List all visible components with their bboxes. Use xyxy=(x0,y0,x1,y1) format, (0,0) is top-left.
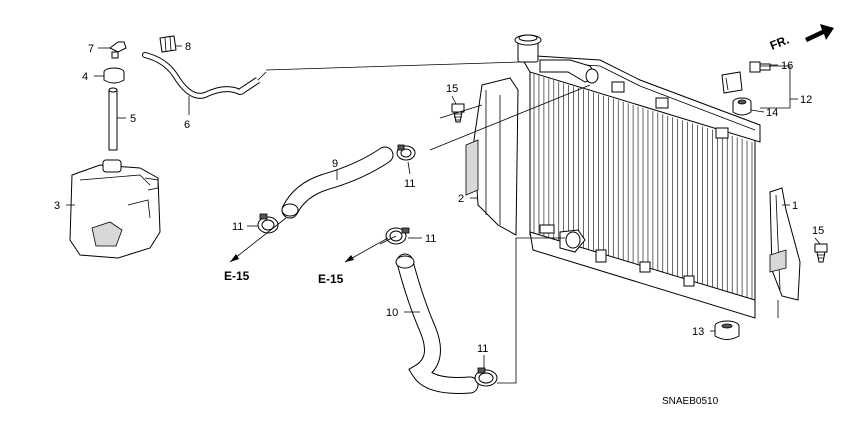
callout-1: 1 xyxy=(792,200,798,212)
callout-12: 12 xyxy=(800,94,812,106)
tube-joint xyxy=(109,41,127,59)
diagram-code: SNAEB0510 xyxy=(662,396,719,407)
leader-lines xyxy=(66,45,821,384)
tube-clip xyxy=(159,35,177,53)
upper-radiator-hose xyxy=(281,146,394,219)
hose-clamp-middle xyxy=(385,227,410,245)
callout-11-lower: 11 xyxy=(477,343,488,355)
callout-14: 14 xyxy=(766,107,778,119)
callout-6: 6 xyxy=(184,119,190,131)
upper-mount-bracket xyxy=(721,71,743,94)
callout-numbers: 1 2 3 4 5 6 7 8 9 10 11 11 11 11 12 13 1… xyxy=(54,41,824,355)
callout-5: 5 xyxy=(130,113,136,125)
callout-16: 16 xyxy=(781,60,793,72)
callout-7: 7 xyxy=(88,43,94,55)
hose-clamp-lower xyxy=(474,367,498,387)
callout-3: 3 xyxy=(54,200,60,212)
reference-e15-right[interactable]: E-15 xyxy=(318,272,344,286)
lower-mount-rubber xyxy=(714,320,740,340)
overflow-tube xyxy=(108,87,118,151)
upper-mount-rubber xyxy=(732,97,752,116)
reserve-tank-cap xyxy=(103,67,125,84)
radiator-side-bracket-left xyxy=(465,77,519,236)
hose-clamp-upper xyxy=(396,144,416,161)
reserve-tank xyxy=(69,159,161,259)
callout-4: 4 xyxy=(82,71,88,83)
flange-bolt-top xyxy=(451,103,465,123)
callout-11-left: 11 xyxy=(232,221,243,233)
upper-mount-bolt xyxy=(749,61,771,73)
callout-11-middle: 11 xyxy=(425,233,436,245)
callout-9: 9 xyxy=(332,158,338,170)
hose-clamp-left xyxy=(257,213,279,234)
reference-e15-left[interactable]: E-15 xyxy=(224,269,250,283)
callout-15-top: 15 xyxy=(446,83,458,95)
callout-15-right: 15 xyxy=(812,225,824,237)
callout-10: 10 xyxy=(386,307,398,319)
front-direction-indicator: FR. xyxy=(768,24,834,53)
callout-8: 8 xyxy=(185,41,191,53)
overflow-hose xyxy=(142,52,267,99)
callout-11-upper: 11 xyxy=(404,178,415,190)
front-direction-label: FR. xyxy=(768,33,791,53)
radiator xyxy=(514,34,761,319)
lower-radiator-hose xyxy=(395,253,479,394)
callout-13: 13 xyxy=(692,326,704,338)
callout-2: 2 xyxy=(458,193,464,205)
radiator-side-bracket-right xyxy=(769,187,801,318)
flange-bolt-right xyxy=(814,243,828,263)
